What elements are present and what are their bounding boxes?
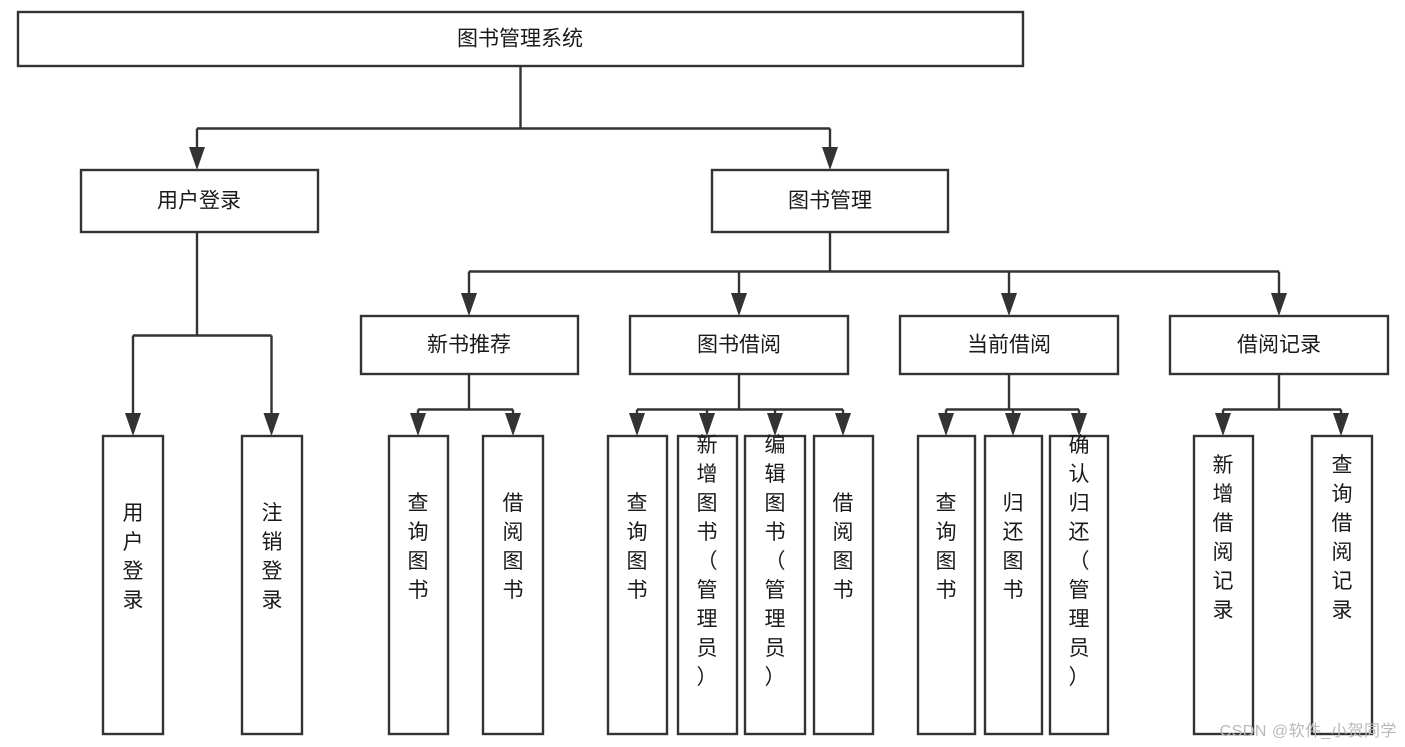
leaf-current-borrow-2-label: 确认归还（管理员）	[1069, 434, 1090, 689]
node-book-borrow-label: 图书借阅	[697, 334, 781, 357]
leaf-borrow-record-0-label: 新增借阅记录	[1213, 454, 1234, 622]
leaf-current-borrow-0-box[interactable]	[916, 434, 977, 736]
leaf-current-borrow-1[interactable]: 归还图书	[983, 434, 1044, 736]
leaf-borrow-book-1-box[interactable]	[676, 434, 739, 736]
arrow-head-user-login	[189, 147, 205, 170]
leaf-borrow-book-3-label: 借阅图书	[833, 492, 854, 602]
arrow-head-currentborrow	[1001, 293, 1017, 316]
leaf-borrow-record-1[interactable]: 查询借阅记录	[1310, 434, 1374, 736]
leaf-borrow-record-1-label: 查询借阅记录	[1332, 454, 1353, 622]
leaf-current-borrow-1-box[interactable]	[983, 434, 1044, 736]
leaf-borrow-record-0[interactable]: 新增借阅记录	[1192, 434, 1255, 736]
leaf-current-borrow-0-label: 查询图书	[936, 492, 957, 602]
arrow-head-leaf-newbook-1	[505, 413, 521, 436]
arrow-head-borrowrecord	[1271, 293, 1287, 316]
leaf-new-book-0-box[interactable]	[387, 434, 450, 736]
arrow-head-leaf-borrowrecord-0	[1215, 413, 1231, 436]
leaf-borrow-book-3[interactable]: 借阅图书	[812, 434, 875, 736]
arrow-head-leaf-borrowrecord-1	[1333, 413, 1349, 436]
leaf-borrow-book-3-box[interactable]	[812, 434, 875, 736]
arrow-head-leaf-user-login-0	[125, 413, 141, 436]
leaf-new-book-1-label: 借阅图书	[503, 492, 524, 602]
arrow-head-leaf-currentborrow-1	[1005, 413, 1021, 436]
leaf-new-book-0[interactable]: 查询图书	[387, 434, 450, 736]
arrow-head-newbook	[461, 293, 477, 316]
node-root-label: 图书管理系统	[457, 28, 583, 51]
node-book-management-box[interactable]	[710, 168, 950, 234]
node-book-borrow[interactable]: 图书借阅	[628, 314, 850, 376]
arrow-head-leaf-user-login-1	[263, 413, 280, 436]
leaf-user-login-1[interactable]: 注销登录	[240, 434, 304, 736]
node-borrow-record-box[interactable]	[1168, 314, 1390, 376]
leaf-borrow-record-1-box[interactable]	[1310, 434, 1374, 736]
node-user-login[interactable]: 用户登录	[79, 168, 320, 234]
node-user-login-label: 用户登录	[157, 190, 241, 213]
arrow-head-leaf-borrowbook-2	[767, 413, 783, 436]
leaf-borrow-book-2-label: 编辑图书（管理员）	[765, 434, 786, 689]
arrow-head-leaf-borrowbook-1	[699, 413, 715, 436]
leaf-borrow-book-1[interactable]: 新增图书（管理员）	[676, 434, 739, 736]
leaf-borrow-book-0-box[interactable]	[606, 434, 669, 736]
leaf-user-login-1-label: 注销登录	[262, 502, 283, 612]
node-book-management[interactable]: 图书管理	[710, 168, 950, 234]
node-current-borrow-box[interactable]	[898, 314, 1120, 376]
node-root-box[interactable]	[16, 10, 1025, 68]
leaf-user-login-0-label: 用户登录	[123, 502, 144, 612]
arrow-head-leaf-borrowbook-0	[629, 413, 645, 436]
arrow-head-borrowbook	[731, 293, 747, 316]
arrow-head-book-mgmt	[822, 147, 838, 170]
node-current-borrow-label: 当前借阅	[967, 334, 1051, 357]
node-new-book-recommend-label: 新书推荐	[427, 334, 511, 357]
leaf-borrow-book-0-label: 查询图书	[627, 492, 648, 602]
leaf-new-book-1[interactable]: 借阅图书	[481, 434, 545, 736]
arrow-head-leaf-currentborrow-2	[1071, 413, 1087, 436]
node-new-book-recommend[interactable]: 新书推荐	[359, 314, 580, 376]
leaf-borrow-book-1-label: 新增图书（管理员）	[697, 434, 718, 689]
leaf-user-login-0-box[interactable]	[101, 434, 165, 736]
arrow-head-leaf-currentborrow-0	[938, 413, 954, 436]
node-root[interactable]: 图书管理系统	[16, 10, 1025, 68]
leaf-current-borrow-1-label: 归还图书	[1003, 492, 1024, 602]
connector-layer	[125, 66, 1349, 436]
node-book-borrow-box[interactable]	[628, 314, 850, 376]
node-borrow-record-label: 借阅记录	[1237, 334, 1321, 357]
node-current-borrow[interactable]: 当前借阅	[898, 314, 1120, 376]
node-book-management-label: 图书管理	[788, 190, 872, 213]
leaf-borrow-book-2-box[interactable]	[743, 434, 807, 736]
leaf-borrow-record-0-box[interactable]	[1192, 434, 1255, 736]
leaf-current-borrow-2[interactable]: 确认归还（管理员）	[1048, 434, 1110, 736]
leaf-borrow-book-2[interactable]: 编辑图书（管理员）	[743, 434, 807, 736]
leaf-borrow-book-0[interactable]: 查询图书	[606, 434, 669, 736]
leaf-current-borrow-0[interactable]: 查询图书	[916, 434, 977, 736]
leaf-user-login-1-box[interactable]	[240, 434, 304, 736]
leaf-user-login-0[interactable]: 用户登录	[101, 434, 165, 736]
arrow-head-leaf-newbook-0	[410, 413, 426, 436]
node-borrow-record[interactable]: 借阅记录	[1168, 314, 1390, 376]
leaf-new-book-1-box[interactable]	[481, 434, 545, 736]
node-new-book-recommend-box[interactable]	[359, 314, 580, 376]
leaf-new-book-0-label: 查询图书	[408, 492, 429, 602]
leaf-current-borrow-2-box[interactable]	[1048, 434, 1110, 736]
arrow-head-leaf-borrowbook-3	[835, 413, 851, 436]
node-user-login-box[interactable]	[79, 168, 320, 234]
